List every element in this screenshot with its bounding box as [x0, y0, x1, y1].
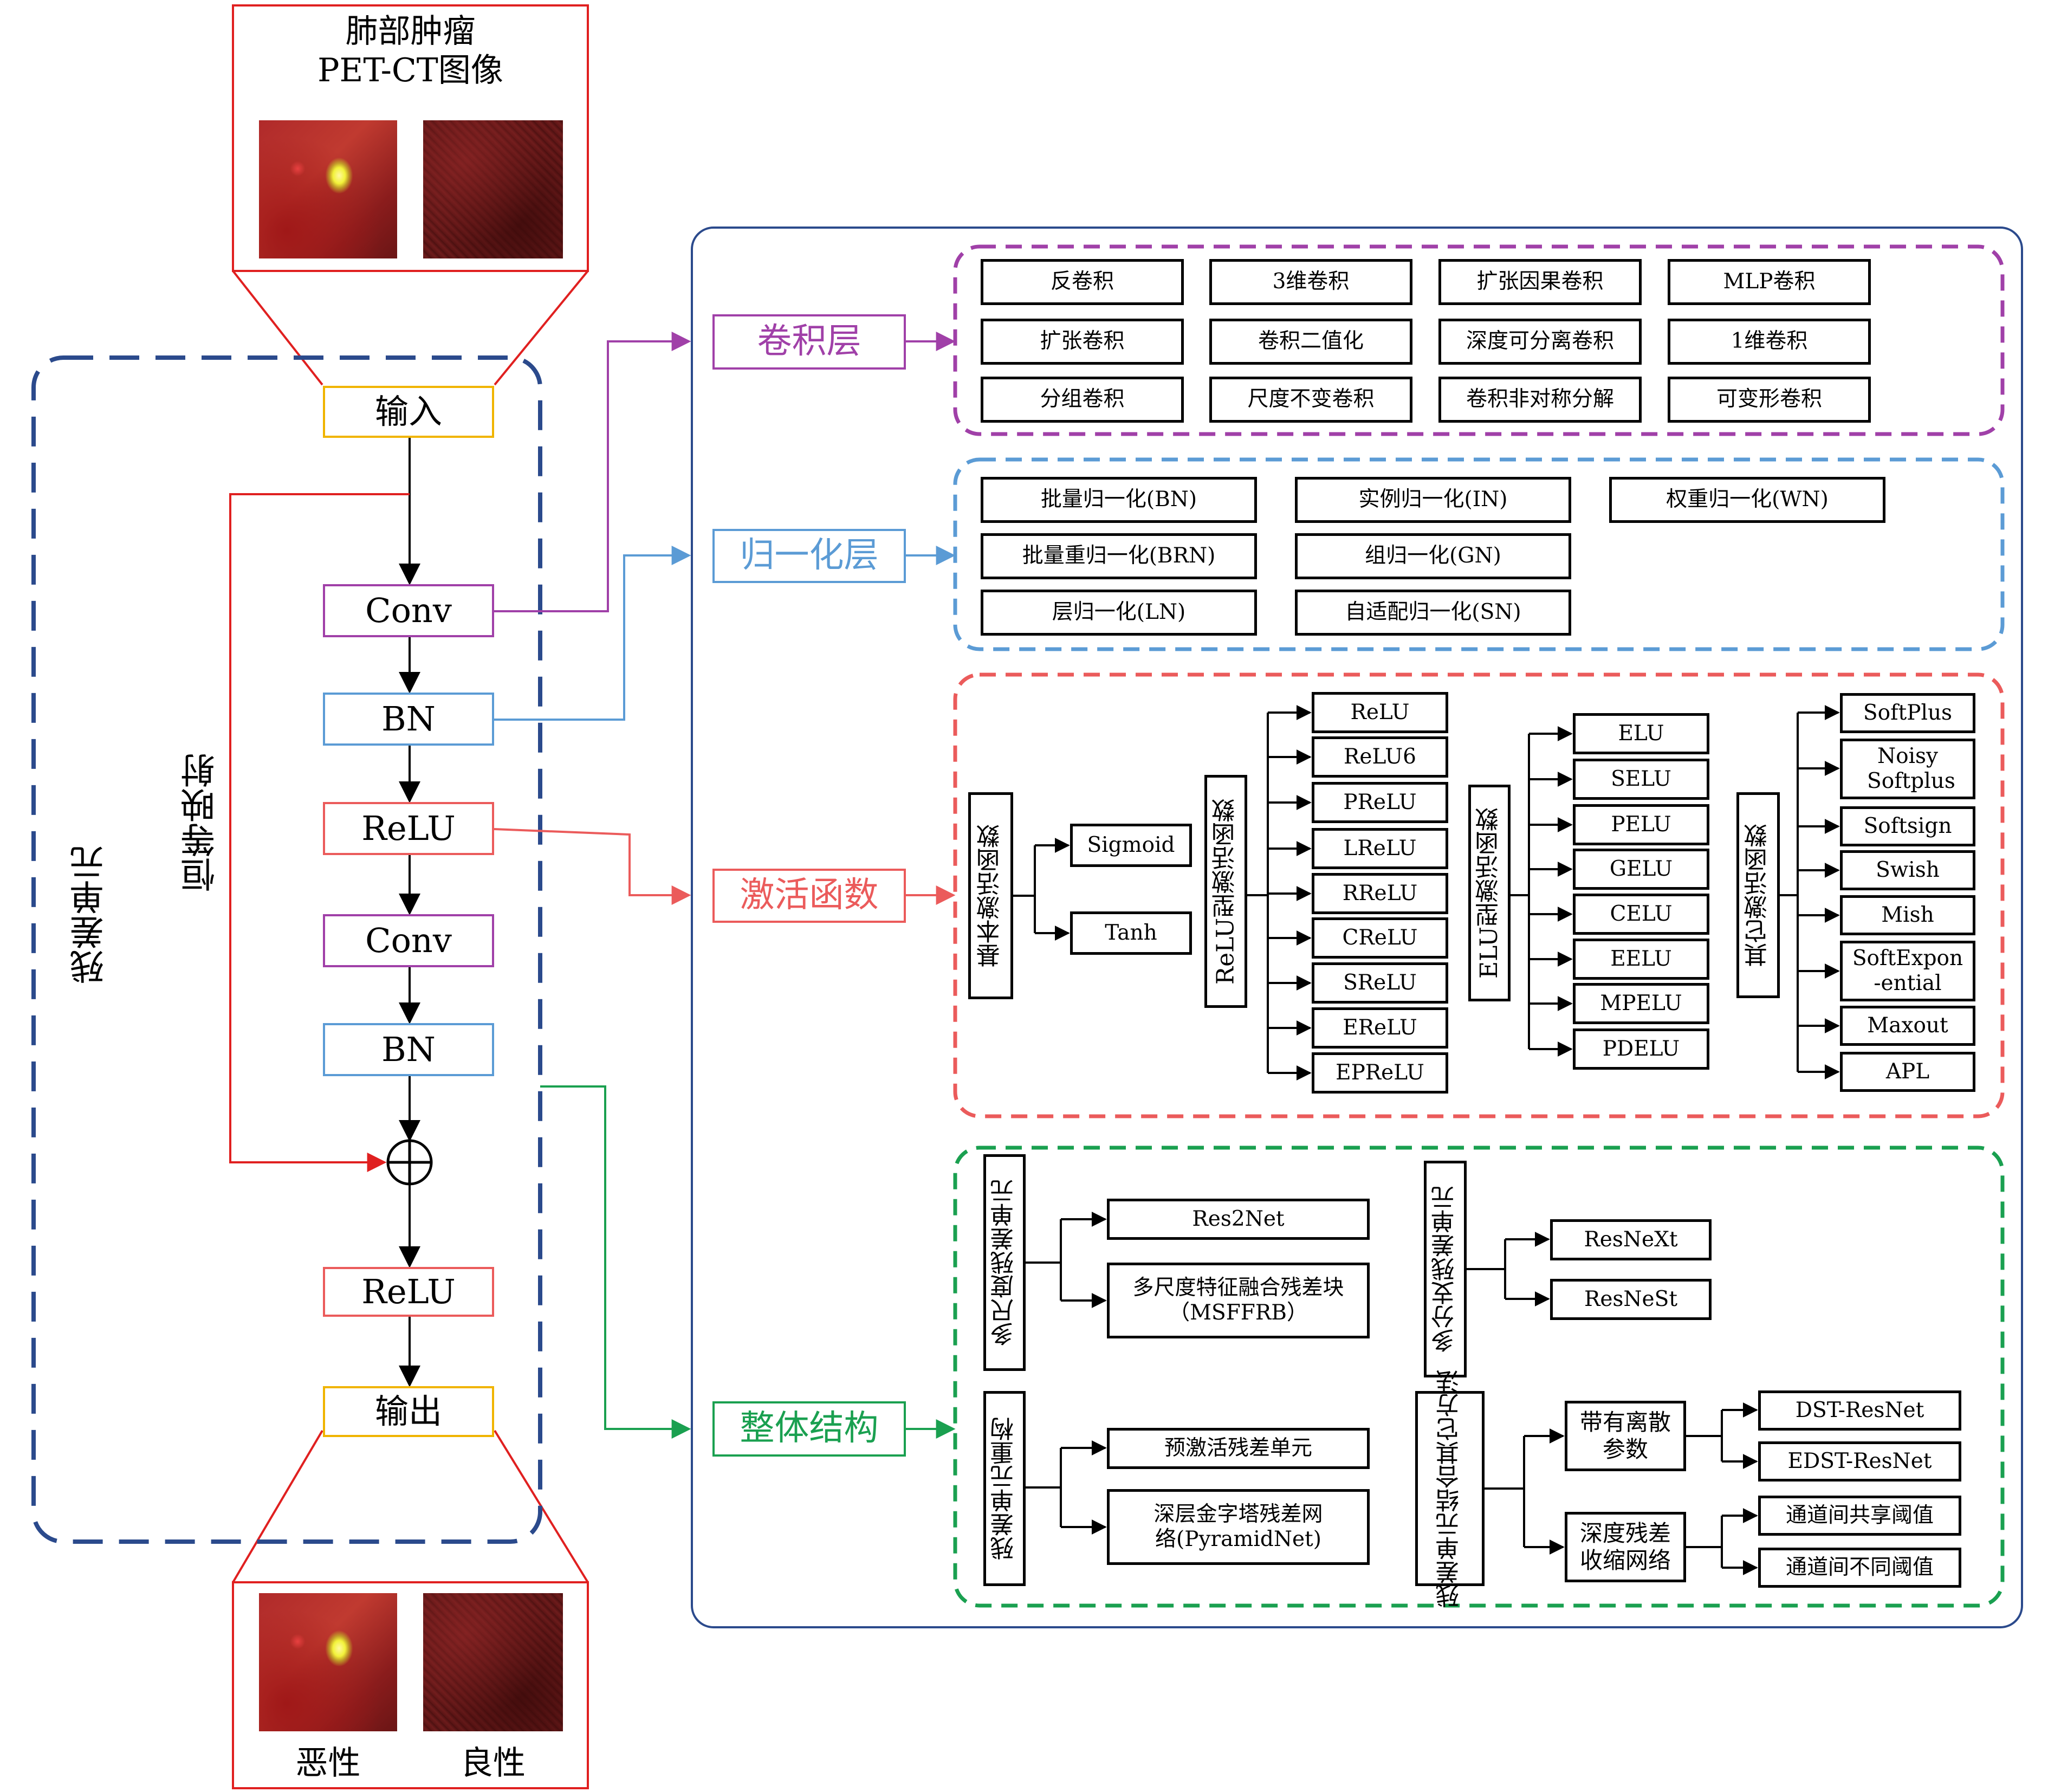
discrete-params-node: 带有离散参数: [1565, 1401, 1686, 1471]
conv-node-2: Conv: [323, 914, 494, 967]
activation-item: Softsign: [1840, 806, 1975, 846]
relu-node-1: ReLU: [323, 802, 494, 855]
title-line-1: 肺部肿瘤: [345, 12, 476, 50]
activation-item: Tanh: [1070, 911, 1192, 955]
activation-item: SELU: [1573, 759, 1709, 800]
structure-item: 多尺度特征融合残差块（MSFFRB）: [1107, 1263, 1370, 1338]
structure-item: DST-ResNet: [1758, 1390, 1961, 1431]
structure-item: ResNeXt: [1550, 1219, 1712, 1260]
relu-activation-title: ReLU型激活函数: [1204, 775, 1247, 1008]
structure-item: Res2Net: [1107, 1199, 1370, 1240]
identity-mapping-label: 恒等映射: [181, 753, 221, 892]
conv-item: 深度可分离卷积: [1438, 319, 1642, 365]
activation-item: CELU: [1573, 894, 1709, 935]
category-activation: 激活函数: [712, 869, 906, 923]
activation-item: Noisy Softplus: [1840, 739, 1975, 799]
category-conv: 卷积层: [712, 314, 906, 370]
title-line-2: PET-CT图像: [317, 51, 503, 89]
activation-item: ReLU: [1312, 692, 1448, 733]
activation-item: LReLU: [1312, 828, 1448, 869]
residual-unit-label: 残差单元: [70, 845, 110, 984]
structure-item: EDST-ResNet: [1758, 1441, 1961, 1482]
structure-item-text: 深层金字塔残差网络(PyramidNet): [1153, 1502, 1323, 1551]
structure-item: 通道间不同阈值: [1758, 1548, 1961, 1588]
activation-item: EELU: [1573, 939, 1709, 980]
conv-item: 反卷积: [981, 259, 1184, 305]
conv-item: 扩张因果卷积: [1438, 259, 1642, 305]
shrinkage-text: 深度残差收缩网络: [1579, 1520, 1671, 1574]
combine-title: 残差单元结合其它方法: [1415, 1369, 1485, 1608]
discrete-params-text: 带有离散参数: [1579, 1409, 1671, 1463]
structure-item: 通道间共享阈值: [1758, 1496, 1961, 1536]
structure-item-text: 多尺度特征融合残差块（MSFFRB）: [1132, 1275, 1344, 1325]
activation-item: ELU: [1573, 713, 1709, 754]
conv-item: 卷积二值化: [1209, 319, 1412, 365]
conv-item: MLP卷积: [1668, 259, 1871, 305]
multibranch-title: 多分支残差单元: [1424, 1161, 1467, 1377]
other-activation-title: 其它激活函数: [1736, 792, 1780, 998]
conv-item: 尺度不变卷积: [1209, 377, 1412, 423]
norm-item: 实例归一化(IN): [1295, 477, 1571, 523]
conv-item: 1维卷积: [1668, 319, 1871, 365]
benign-image-bottom: [423, 1593, 563, 1731]
conv-item: 扩张卷积: [981, 319, 1184, 365]
benign-label: 良性: [461, 1744, 526, 1782]
conv-item: 可变形卷积: [1668, 377, 1871, 423]
malignant-image-top: [259, 120, 397, 258]
structure-item: 深层金字塔残差网络(PyramidNet): [1107, 1489, 1370, 1565]
activation-item: RReLU: [1312, 873, 1448, 914]
combine-title-line-2: 结合其它方法: [1436, 1369, 1464, 1512]
structure-item: 预激活残差单元: [1107, 1428, 1370, 1469]
norm-item: 批量归一化(BN): [981, 477, 1257, 523]
activation-item: GELU: [1573, 849, 1709, 890]
conv-node-1: Conv: [323, 584, 494, 637]
bn-node-1: BN: [323, 693, 494, 746]
combine-title-line-1: 残差单元: [1436, 1512, 1464, 1608]
input-node: 输入: [323, 386, 494, 438]
activation-item-text: Noisy Softplus: [1867, 743, 1955, 793]
malignant-label: 恶性: [295, 1744, 361, 1782]
norm-item: 自适配归一化(SN): [1295, 590, 1571, 636]
activation-item: Sigmoid: [1070, 824, 1192, 867]
activation-item: PELU: [1573, 804, 1709, 845]
activation-item-text: SoftExpon -ential: [1852, 946, 1963, 995]
malignant-image-bottom: [259, 1593, 397, 1731]
norm-item: 批量重归一化(BRN): [981, 533, 1257, 579]
activation-item: PReLU: [1312, 782, 1448, 823]
activation-item: EReLU: [1312, 1007, 1448, 1049]
activation-item: SoftExpon -ential: [1840, 941, 1975, 1001]
activation-item: MPELU: [1573, 983, 1709, 1024]
multiscale-title: 多尺度残差单元: [983, 1154, 1026, 1371]
top-panel-title: 肺部肿瘤 PET-CT图像: [233, 12, 588, 90]
norm-item: 层归一化(LN): [981, 590, 1257, 636]
activation-item: CReLU: [1312, 917, 1448, 959]
norm-item: 权重归一化(WN): [1609, 477, 1885, 523]
conv-item: 卷积非对称分解: [1438, 377, 1642, 423]
category-structure: 整体结构: [712, 1401, 906, 1457]
elu-activation-title: ELU型激活函数: [1468, 785, 1511, 1001]
norm-item: 组归一化(GN): [1295, 533, 1571, 579]
output-node: 输出: [323, 1386, 494, 1437]
activation-item: SoftPlus: [1840, 693, 1975, 733]
activation-item: APL: [1840, 1052, 1975, 1092]
benign-image-top: [423, 120, 563, 258]
bn-node-2: BN: [323, 1023, 494, 1076]
conv-item: 3维卷积: [1209, 259, 1412, 305]
conv-item: 分组卷积: [981, 377, 1184, 423]
reconstruct-title: 残差单元重构: [983, 1391, 1026, 1586]
activation-item: Maxout: [1840, 1006, 1975, 1046]
basic-activation-title: 基本激活函数: [968, 792, 1013, 999]
shrinkage-node: 深度残差收缩网络: [1565, 1512, 1686, 1582]
activation-item: Swish: [1840, 850, 1975, 890]
activation-item: EPReLU: [1312, 1052, 1448, 1094]
structure-item: ResNeSt: [1550, 1279, 1712, 1320]
activation-item: Mish: [1840, 895, 1975, 935]
activation-item: SReLU: [1312, 962, 1448, 1004]
activation-item: ReLU6: [1312, 736, 1448, 778]
activation-item: PDELU: [1573, 1028, 1709, 1070]
relu-node-2: ReLU: [323, 1267, 494, 1317]
category-norm: 归一化层: [712, 529, 906, 583]
